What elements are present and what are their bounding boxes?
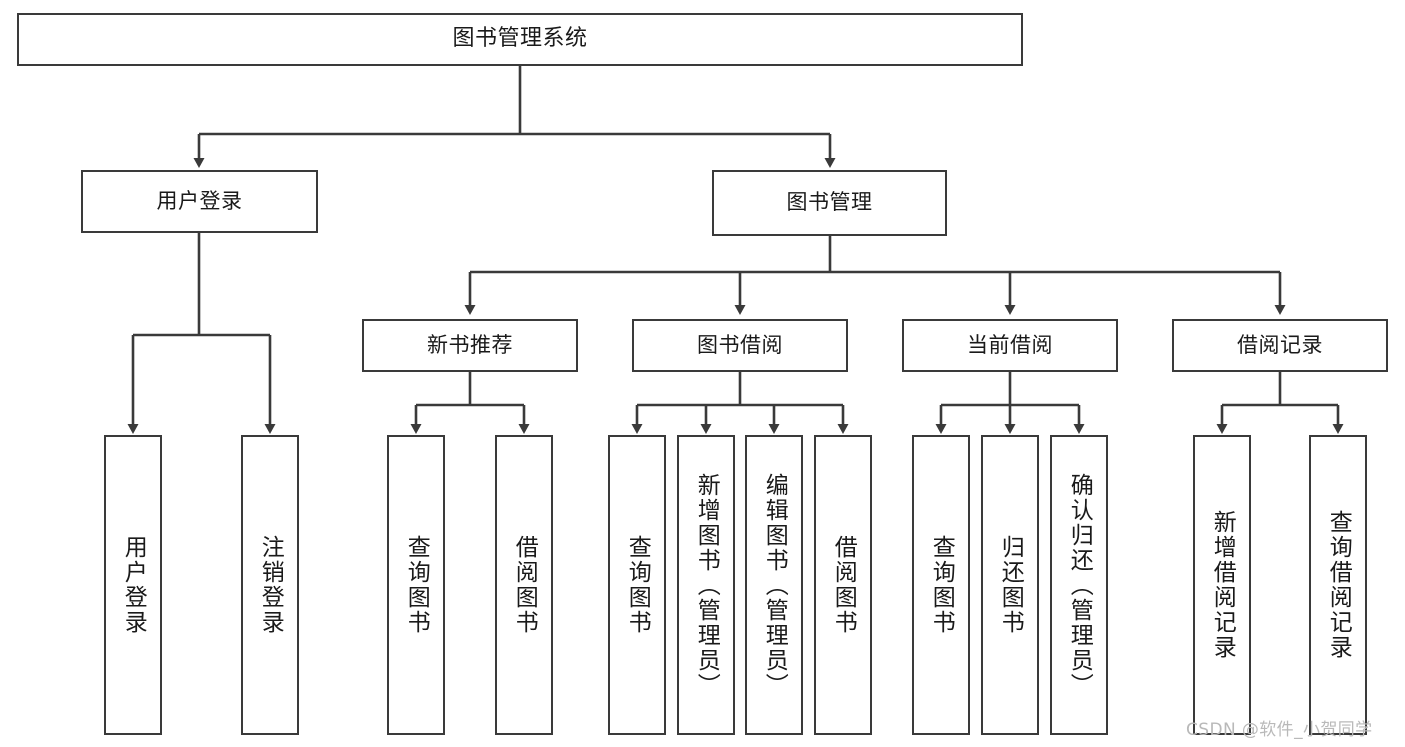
node-borrow-record[interactable]: 借阅记录 <box>1172 319 1388 372</box>
leaf-edit-book-admin[interactable]: 编辑图书（管理员） <box>745 435 803 735</box>
leaf-add-book-admin[interactable]: 新增图书（管理员） <box>677 435 735 735</box>
node-label: 注销登录 <box>257 535 284 635</box>
node-root-book-management-system[interactable]: 图书管理系统 <box>17 13 1023 66</box>
node-label: 图书管理 <box>786 190 873 215</box>
leaf-user-login[interactable]: 用户登录 <box>104 435 162 735</box>
leaf-query-book-recommend[interactable]: 查询图书 <box>387 435 445 735</box>
node-label: 编辑图书（管理员） <box>761 472 788 698</box>
node-label: 新书推荐 <box>427 332 513 357</box>
leaf-borrow-book-recommend[interactable]: 借阅图书 <box>495 435 553 735</box>
node-book-management[interactable]: 图书管理 <box>712 170 947 236</box>
leaf-logout-login[interactable]: 注销登录 <box>241 435 299 735</box>
csdn-watermark: CSDN @软件_小贺同学 <box>1186 720 1373 740</box>
node-label: 用户登录 <box>156 188 243 213</box>
leaf-add-borrow-record[interactable]: 新增借阅记录 <box>1193 435 1251 735</box>
node-user-login[interactable]: 用户登录 <box>81 170 318 233</box>
leaf-return-book[interactable]: 归还图书 <box>981 435 1039 735</box>
node-label: 借阅图书 <box>830 535 857 635</box>
leaf-confirm-return-admin[interactable]: 确认归还（管理员） <box>1050 435 1108 735</box>
node-label: 查询借阅记录 <box>1325 510 1352 660</box>
node-new-book-recommend[interactable]: 新书推荐 <box>362 319 578 372</box>
leaf-query-book-current[interactable]: 查询图书 <box>912 435 970 735</box>
leaf-borrow-book[interactable]: 借阅图书 <box>814 435 872 735</box>
leaf-query-book-borrow[interactable]: 查询图书 <box>608 435 666 735</box>
node-label: 查询图书 <box>403 535 430 635</box>
leaf-query-borrow-record[interactable]: 查询借阅记录 <box>1309 435 1367 735</box>
node-label: 查询图书 <box>624 535 651 635</box>
node-label: 图书管理系统 <box>452 26 588 52</box>
node-book-borrow[interactable]: 图书借阅 <box>632 319 848 372</box>
node-label: 新增图书（管理员） <box>693 472 720 698</box>
node-label: 当前借阅 <box>967 332 1053 357</box>
node-label: 图书借阅 <box>697 332 783 357</box>
node-label: 确认归还（管理员） <box>1066 472 1093 698</box>
node-label: 新增借阅记录 <box>1209 510 1236 660</box>
node-label: 用户登录 <box>120 535 147 635</box>
node-label: 借阅图书 <box>511 535 538 635</box>
node-label: 归还图书 <box>997 535 1024 635</box>
node-current-borrow[interactable]: 当前借阅 <box>902 319 1118 372</box>
node-label: 借阅记录 <box>1237 332 1323 357</box>
node-label: 查询图书 <box>928 535 955 635</box>
